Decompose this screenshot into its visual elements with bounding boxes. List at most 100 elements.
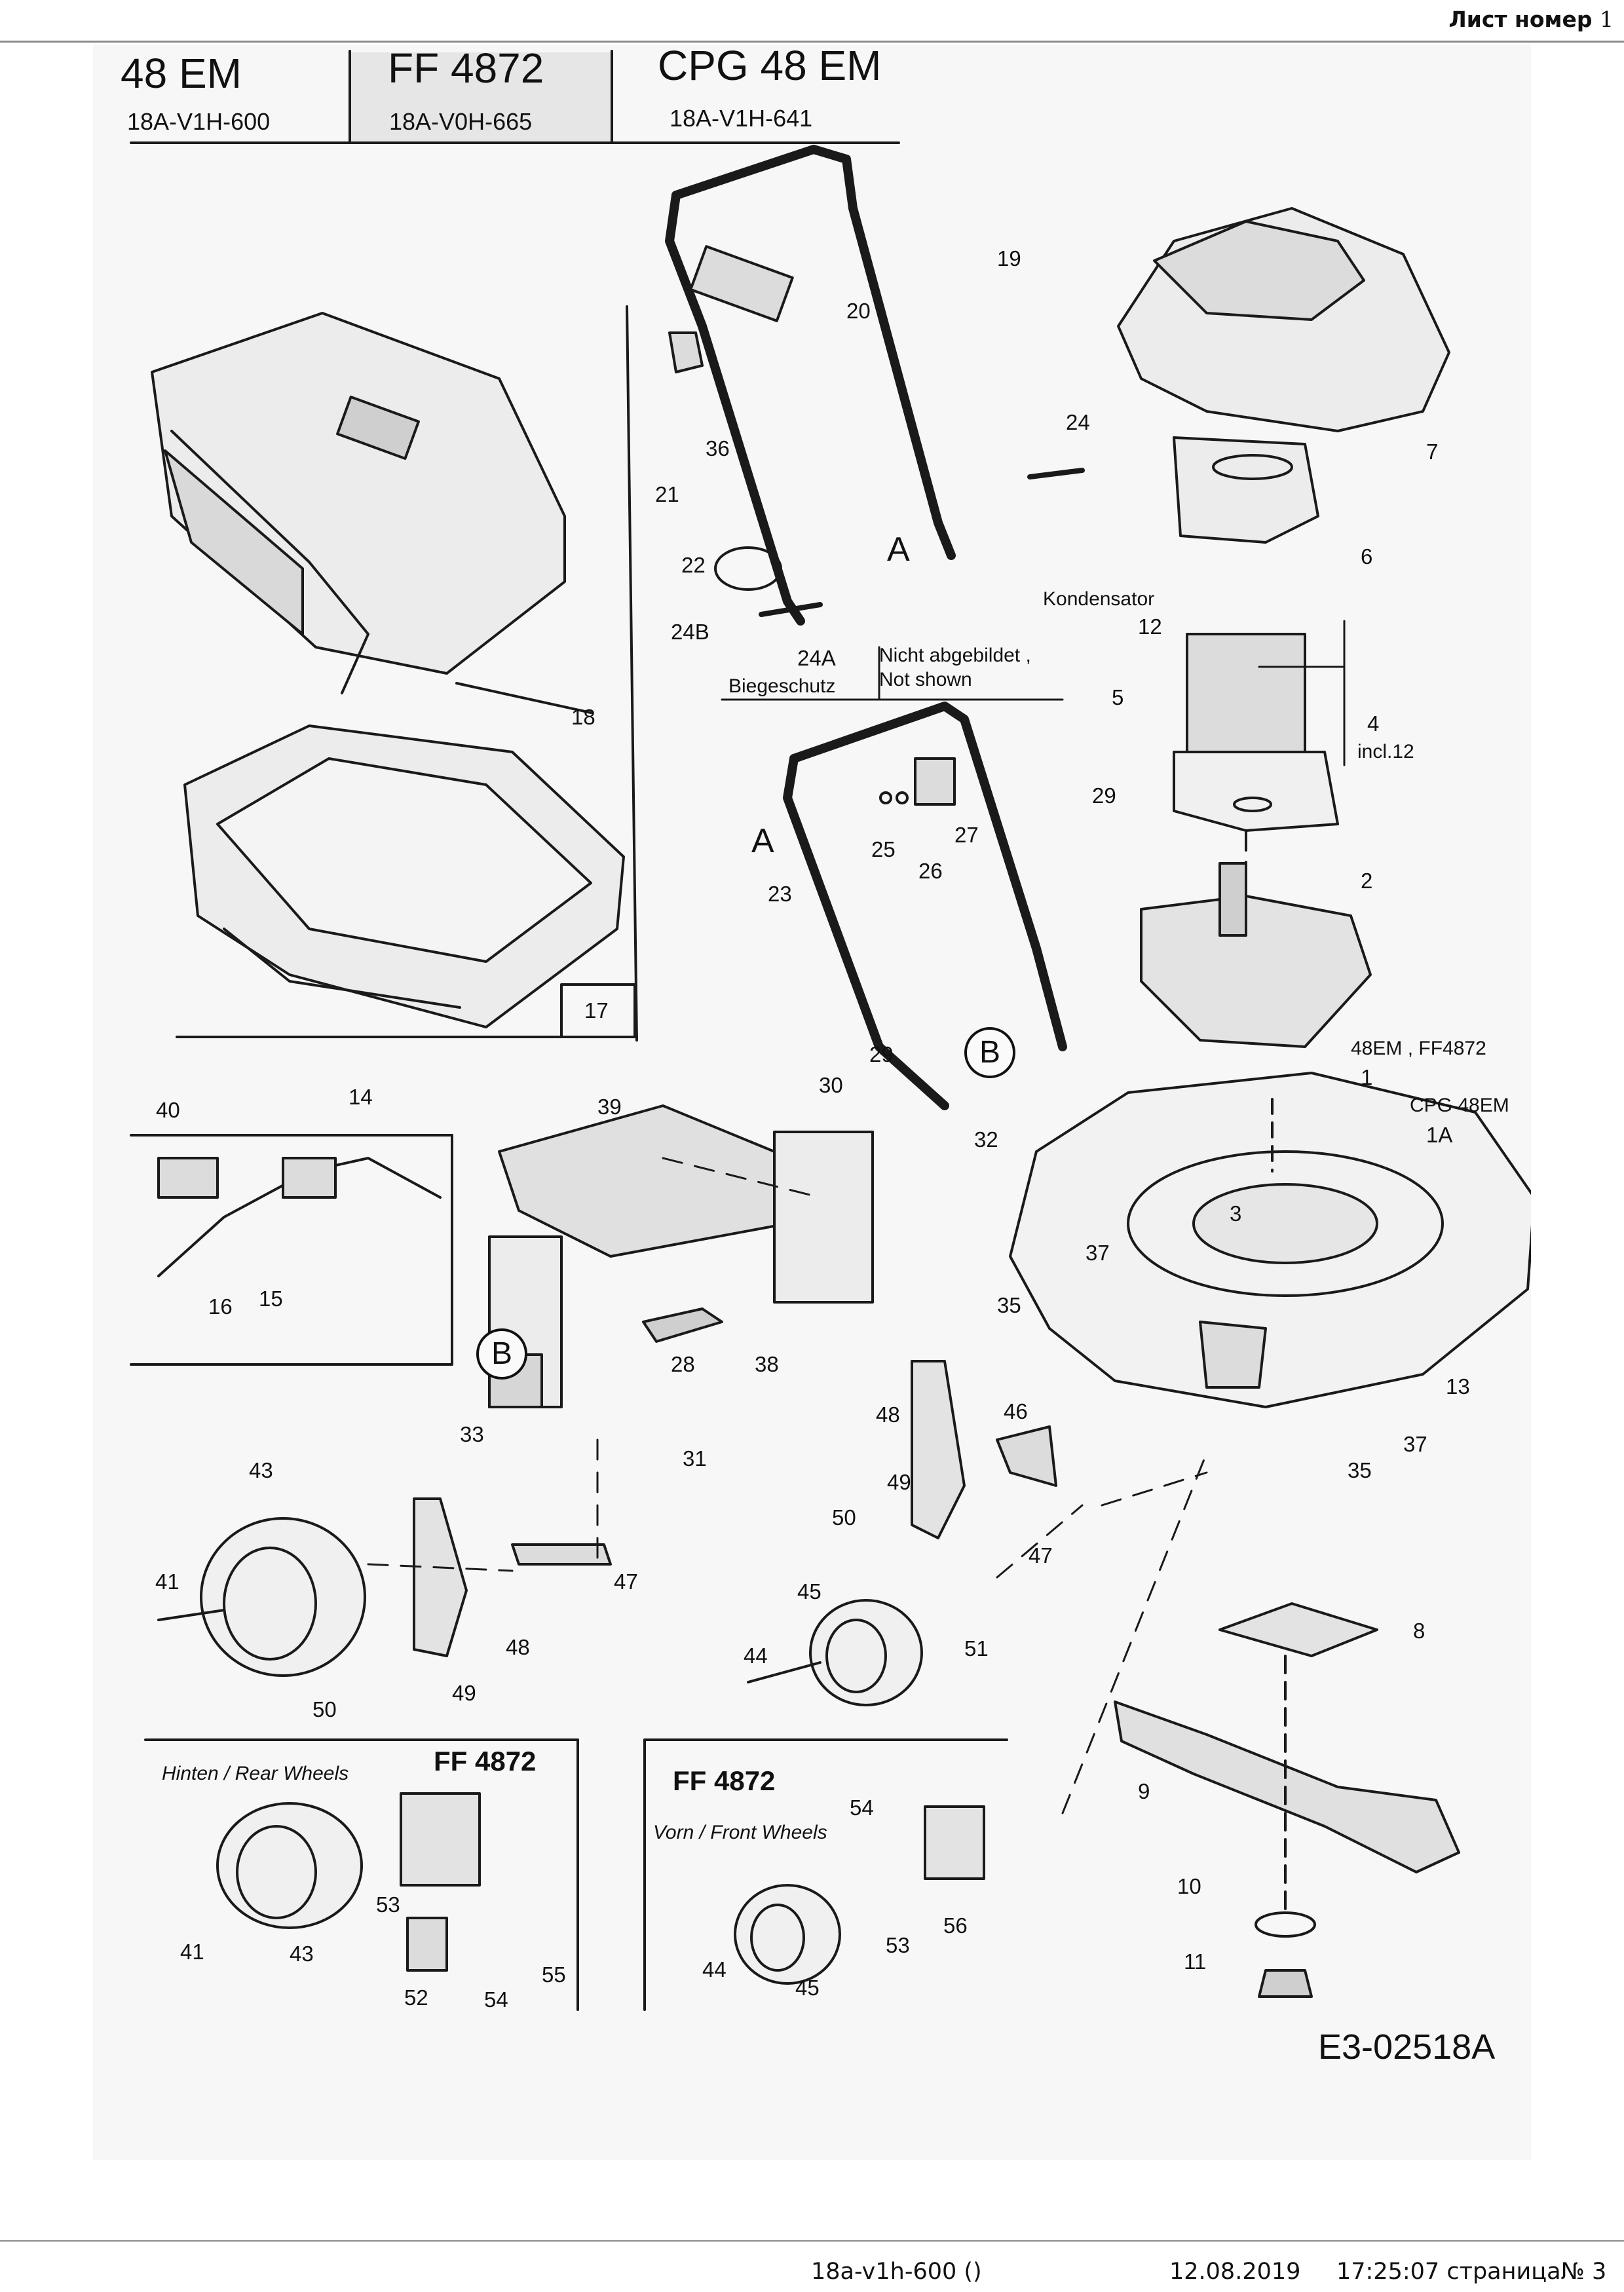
callout-29-handle: 29 — [869, 1042, 894, 1066]
callout-12: 12 — [1138, 614, 1162, 639]
callout-16: 16 — [208, 1294, 233, 1319]
callout-11: 11 — [1184, 1949, 1207, 1974]
variant-cpg-note: CPG 48EM — [1410, 1095, 1509, 1116]
callout-41-main: 41 — [155, 1569, 179, 1594]
callout-27: 27 — [954, 823, 979, 847]
callout-28: 28 — [671, 1352, 695, 1376]
upper-handle-drawing — [665, 145, 1085, 701]
callout-10: 10 — [1177, 1874, 1201, 1898]
callout-35-deck: 35 — [997, 1293, 1021, 1317]
callout-53-front: 53 — [886, 1933, 910, 1957]
callout-24a: 24A — [797, 646, 836, 670]
wheels-drawing — [157, 1517, 923, 1985]
exploded-view-drawing — [130, 50, 1531, 2011]
callout-26: 26 — [918, 859, 943, 883]
ref-marker-b-chute: B — [476, 1328, 527, 1380]
callout-53-rear: 53 — [376, 1892, 400, 1917]
callout-36: 36 — [706, 436, 730, 460]
assembly-leader-lines — [367, 1157, 1208, 1814]
callout-56: 56 — [943, 1913, 968, 1938]
callout-13: 13 — [1446, 1374, 1470, 1399]
top-bar: Лист номер 1 — [0, 0, 1624, 43]
callout-18: 18 — [571, 705, 595, 729]
callout-24b: 24B — [671, 620, 709, 644]
callout-44-inset: 44 — [702, 1957, 727, 1982]
callout-4: 4 — [1367, 711, 1380, 736]
front-wheel-inset-lines — [643, 1738, 1008, 2011]
callout-31: 31 — [683, 1446, 707, 1471]
mower-deck-drawing — [1009, 1072, 1531, 1408]
callout-22: 22 — [681, 553, 706, 577]
callout-37-deck: 37 — [1086, 1241, 1110, 1265]
callout-46: 46 — [1004, 1399, 1028, 1423]
callout-3: 3 — [1230, 1201, 1242, 1226]
callout-7: 7 — [1426, 440, 1439, 464]
callout-45-main: 45 — [797, 1579, 821, 1604]
model-name-1: 48 EM — [121, 50, 242, 97]
front-wheels-note: Vorn / Front Wheels — [653, 1822, 827, 1843]
callout-25: 25 — [871, 837, 896, 861]
callout-1: 1 — [1361, 1065, 1373, 1089]
front-inset-model: FF 4872 — [673, 1765, 776, 1796]
sheet-number-value: 1 — [1600, 7, 1614, 32]
callout-33: 33 — [460, 1422, 484, 1446]
page-footer: 18a-v1h-600 () 12.08.2019 17:25:07 стран… — [0, 2240, 1624, 2292]
motor-cover-drawing — [1117, 207, 1450, 1048]
callout-38: 38 — [755, 1352, 779, 1376]
callout-47-right: 47 — [1029, 1543, 1053, 1568]
kondensator-note: Kondensator — [1043, 588, 1155, 610]
footer-document-name: 18a-v1h-600 () — [811, 2259, 982, 2285]
incl-12-note: incl.12 — [1357, 741, 1414, 762]
callout-50-right: 50 — [832, 1505, 856, 1530]
drawing-code: E3-02518A — [1318, 2027, 1496, 2067]
callout-8: 8 — [1413, 1619, 1426, 1643]
ref-marker-b-handle: B — [964, 1027, 1015, 1078]
callout-45-inset: 45 — [795, 1976, 820, 2000]
model-name-3: CPG 48 EM — [658, 42, 882, 89]
model-code-2: 18A-V0H-665 — [389, 108, 533, 135]
sheet-label: Лист номер — [1448, 7, 1593, 32]
callout-6: 6 — [1361, 544, 1373, 569]
blade-drawing — [1114, 1602, 1460, 1998]
callout-41-inset: 41 — [180, 1940, 204, 1964]
callout-48-right: 48 — [876, 1402, 900, 1427]
model-name-2: FF 4872 — [388, 45, 544, 92]
callout-30: 30 — [819, 1073, 843, 1097]
rear-wheel-inset-lines — [144, 1738, 579, 2011]
ref-marker-a-lower: A — [751, 822, 774, 860]
callout-55: 55 — [542, 1963, 566, 1987]
callout-2: 2 — [1361, 869, 1373, 893]
callout-17: 17 — [584, 998, 609, 1023]
footer-time-page: 17:25:07 страница№ 3 — [1336, 2259, 1607, 2285]
not-shown-note-en: Not shown — [879, 669, 972, 690]
callout-32: 32 — [974, 1127, 998, 1152]
model-code-1: 18A-V1H-600 — [127, 108, 271, 135]
rear-wheels-note: Hinten / Rear Wheels — [162, 1763, 349, 1784]
ref-marker-a-upper: A — [887, 531, 910, 569]
callout-29-motor: 29 — [1092, 783, 1116, 808]
callout-40: 40 — [156, 1098, 180, 1122]
title-block-lines — [130, 50, 900, 144]
biegeschutz-note: Biegeschutz — [728, 675, 836, 697]
callout-43-main: 43 — [249, 1458, 273, 1482]
callout-49-left: 49 — [452, 1681, 476, 1705]
callout-14: 14 — [349, 1085, 373, 1109]
callout-39: 39 — [597, 1095, 622, 1119]
not-shown-note-de: Nicht abgebildet , — [879, 645, 1031, 666]
callout-47-left: 47 — [614, 1569, 638, 1594]
footer-date: 12.08.2019 — [1169, 2259, 1301, 2285]
callout-19: 19 — [997, 246, 1021, 271]
callout-51: 51 — [964, 1636, 989, 1661]
callout-20: 20 — [846, 299, 871, 323]
callout-21: 21 — [655, 482, 679, 506]
detail-inset-drawing — [130, 1134, 453, 1366]
callout-37-right: 37 — [1403, 1432, 1427, 1456]
parts-diagram-sheet: 48 EM 18A-V1H-600 FF 4872 18A-V0H-665 CP… — [93, 45, 1531, 2160]
callout-48-left: 48 — [506, 1635, 530, 1659]
grass-catcher-drawing — [151, 305, 638, 1042]
callout-24: 24 — [1066, 410, 1090, 434]
callout-15: 15 — [259, 1287, 283, 1311]
callout-23: 23 — [768, 882, 792, 906]
callout-54-rear: 54 — [484, 1987, 508, 2012]
callout-54-front: 54 — [850, 1795, 874, 1820]
